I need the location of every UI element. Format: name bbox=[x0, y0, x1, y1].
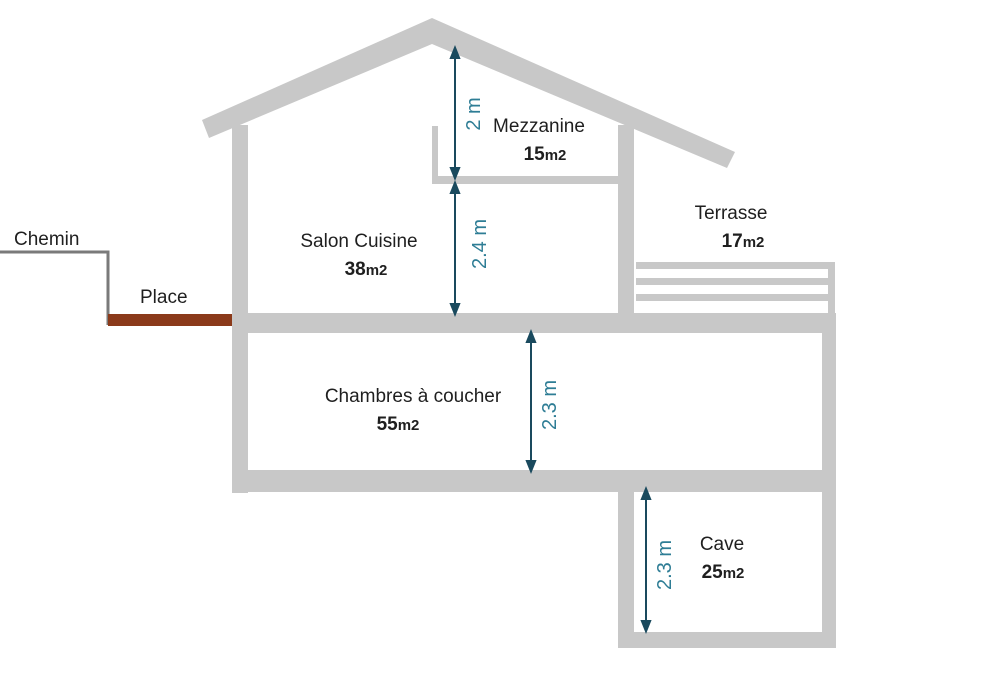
right-wall-lower bbox=[822, 313, 836, 493]
height-label-cave: 2.3 m bbox=[654, 540, 676, 590]
terrace-rail-3 bbox=[636, 294, 834, 301]
left-wall-lower bbox=[232, 313, 248, 493]
mezzanine-area: 15m2 bbox=[524, 144, 567, 165]
chambres-name: Chambres à coucher bbox=[325, 386, 502, 407]
salon-area: 38m2 bbox=[345, 259, 388, 280]
cave-right-wall bbox=[822, 490, 836, 648]
mezzanine-rail bbox=[432, 126, 438, 184]
place-ground bbox=[108, 314, 232, 326]
mid-wall-upper bbox=[618, 125, 634, 315]
cave-left-wall bbox=[618, 490, 634, 648]
chambres-area: 55m2 bbox=[377, 414, 420, 435]
upper-floor-slab bbox=[232, 313, 835, 333]
roof bbox=[202, 18, 735, 168]
cave-name: Cave bbox=[700, 534, 744, 555]
terrace-post bbox=[828, 262, 835, 317]
salon-name: Salon Cuisine bbox=[300, 231, 417, 252]
left-wall-upper bbox=[232, 125, 248, 315]
terrasse-area: 17m2 bbox=[722, 231, 765, 252]
cave-floor bbox=[618, 632, 836, 648]
lower-floor-slab bbox=[232, 470, 835, 492]
terrace-rail-2 bbox=[636, 278, 834, 285]
terrasse-name: Terrasse bbox=[695, 203, 768, 224]
height-label-mezzanine: 2 m bbox=[463, 97, 485, 130]
height-label-salon: 2.4 m bbox=[469, 219, 491, 269]
height-label-chambres: 2.3 m bbox=[539, 380, 561, 430]
place-label: Place bbox=[140, 287, 188, 308]
mezzanine-floor bbox=[432, 176, 622, 184]
chemin-label: Chemin bbox=[14, 229, 79, 250]
mezzanine-name: Mezzanine bbox=[493, 116, 585, 137]
cave-area: 25m2 bbox=[702, 562, 745, 583]
terrace-rail-1 bbox=[636, 262, 834, 269]
chemin-path bbox=[0, 250, 110, 325]
